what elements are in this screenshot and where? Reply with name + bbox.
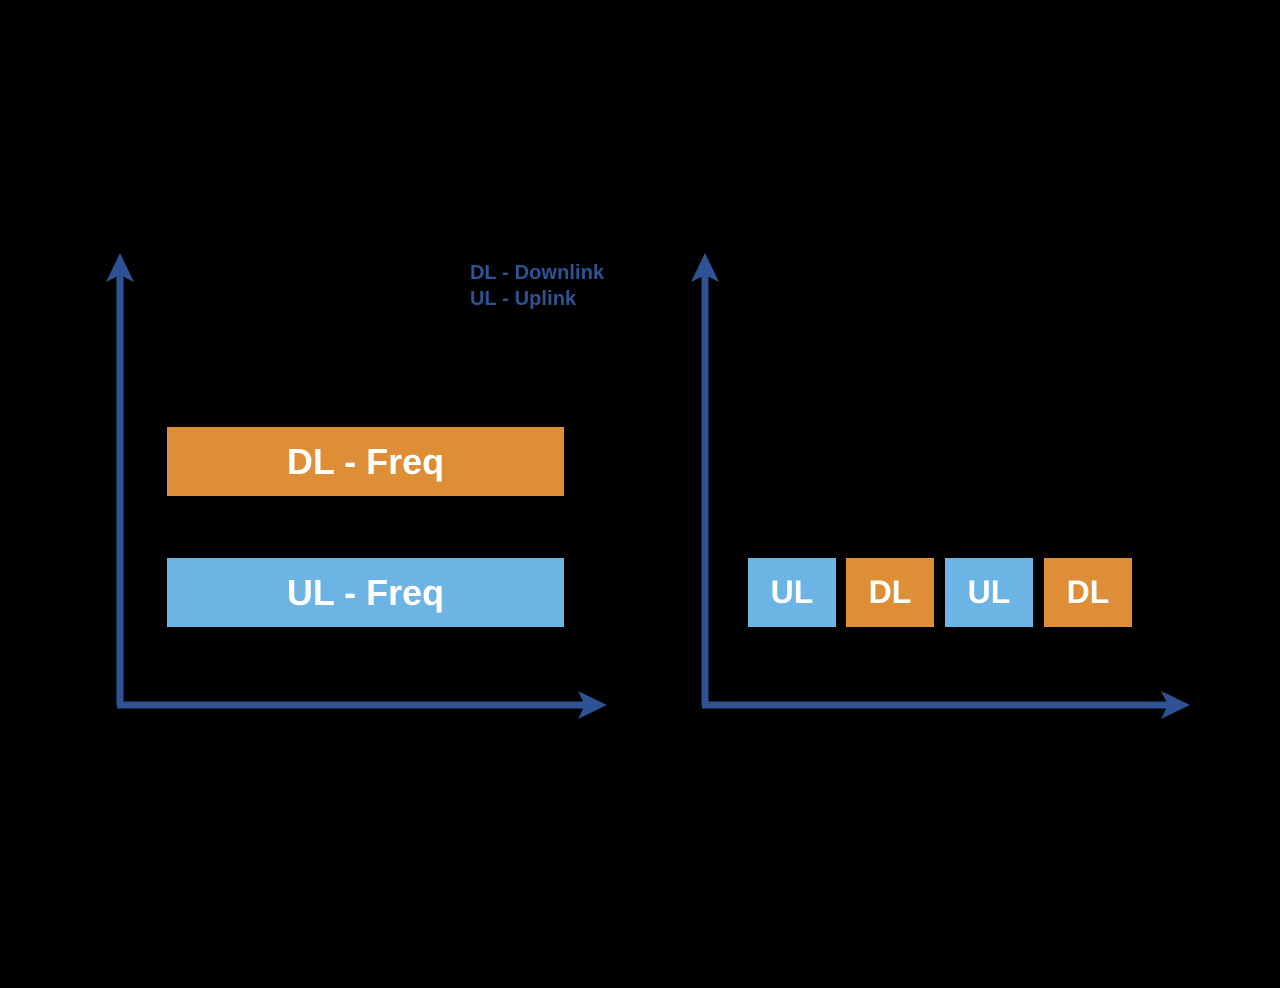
arrow-right-icon [1161,691,1190,719]
tdd-slot-uplink-1: UL [748,558,836,627]
tdd-slot-downlink-1: DL [846,558,934,627]
tdd-axes [691,253,1190,719]
tdd-slot-downlink-2: DL [1044,558,1132,627]
legend-item-downlink: DL - Downlink [470,262,605,284]
tdd-slot-uplink-2: UL [945,558,1033,627]
legend-item-uplink: UL - Uplink [470,288,577,310]
fdd-uplink-band: UL - Freq [167,558,564,627]
legend: DL - Downlink UL - Uplink [470,260,604,312]
arrow-up-icon [106,253,134,282]
fdd-downlink-band: DL - Freq [167,427,564,496]
arrow-right-icon [578,691,607,719]
arrow-up-icon [691,253,719,282]
